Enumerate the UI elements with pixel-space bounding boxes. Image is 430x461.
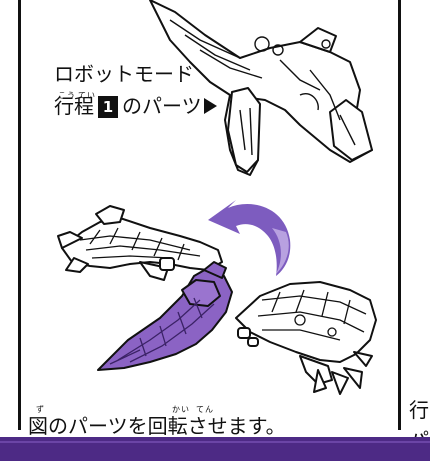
ruby-kai: かい (172, 405, 190, 414)
right-triangle-arrow-icon (203, 98, 217, 114)
reference-mode-text: ロボットモード (54, 62, 194, 86)
ruby-ten: てん (196, 405, 214, 414)
instruction-text: 図のパーツを回転させます。 (28, 414, 286, 438)
bottom-bar-highlight (0, 441, 430, 443)
right-border-line (398, 0, 401, 430)
reference-step-suffix: のパーツ (122, 94, 202, 118)
ruby-tei: てい (78, 91, 96, 100)
reference-step-prefix: 行程 (54, 94, 94, 118)
ruby-zu: ず (36, 405, 45, 414)
step-number-badge: 1 (98, 96, 118, 118)
adjacent-text-line-1: 行 (409, 398, 429, 422)
ruby-kou: こう (58, 91, 76, 100)
left-border-line (18, 0, 21, 430)
